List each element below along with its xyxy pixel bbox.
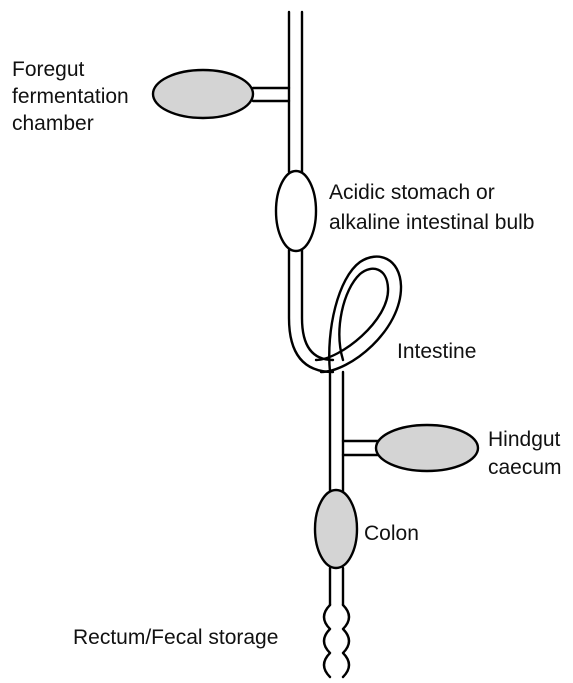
- esophagus: [289, 12, 302, 172]
- intestine-tube: [289, 250, 333, 372]
- label-hindgut-line2: caecum: [488, 456, 562, 479]
- stomach-bulb: [276, 171, 316, 251]
- label-hindgut-line1: Hindgut: [488, 428, 561, 451]
- hindgut-caecum: [376, 425, 478, 471]
- label-foregut-line3: chamber: [12, 112, 94, 135]
- rectum: [324, 568, 349, 677]
- label-foregut-line1: Foregut: [12, 58, 85, 81]
- label-rectum: Rectum/Fecal storage: [73, 626, 278, 649]
- intestine-loop: [316, 257, 401, 372]
- colon: [315, 490, 357, 568]
- label-stomach: Acidic stomach or alkaline intestinal bu…: [329, 181, 534, 234]
- label-foregut: Foregut fermentation chamber: [12, 58, 135, 135]
- label-stomach-line1: Acidic stomach or: [329, 181, 495, 204]
- foregut-connector: [253, 88, 289, 101]
- label-intestine: Intestine: [397, 340, 476, 363]
- label-colon: Colon: [364, 522, 419, 545]
- lower-intestine: [330, 372, 343, 492]
- hindgut-connector: [343, 441, 378, 455]
- label-foregut-line2: fermentation: [12, 85, 129, 108]
- foregut-fermentation-chamber: [153, 70, 253, 118]
- label-hindgut: Hindgut caecum: [488, 428, 566, 479]
- label-stomach-line2: alkaline intestinal bulb: [329, 211, 534, 234]
